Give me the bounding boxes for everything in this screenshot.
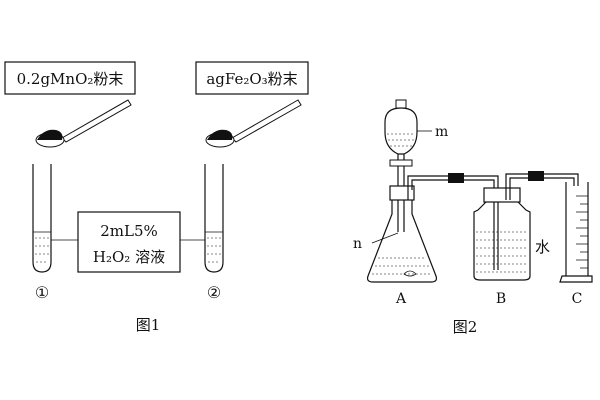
tube-label: n xyxy=(353,236,362,252)
graduated-cylinder-c xyxy=(559,182,593,283)
test-tube-left xyxy=(32,164,52,273)
conical-flask-a xyxy=(366,185,438,283)
figure-1: 0.2gMnO₂粉末 agFe₂O₃粉末 xyxy=(4,61,309,334)
flask-label-a: A xyxy=(395,291,407,307)
rubber-connector-2 xyxy=(528,171,544,181)
separatory-funnel-icon xyxy=(384,99,418,232)
reagent-right-label: agFe₂O₃粉末 xyxy=(206,70,297,88)
solution-line-1: 2mL5% xyxy=(100,222,158,240)
delivery-tube-ab-inner xyxy=(411,179,495,240)
rubber-connector-1 xyxy=(448,173,464,183)
figure-2: m n 水 xyxy=(353,99,593,336)
water-label: 水 xyxy=(535,238,550,256)
delivery-tube-ab xyxy=(407,175,499,240)
spatula-left-icon xyxy=(35,99,132,148)
gas-bottle-b xyxy=(473,187,531,281)
figure-2-caption: 图2 xyxy=(453,318,478,336)
solution-box xyxy=(77,211,181,273)
figure-1-caption: 图1 xyxy=(136,316,161,334)
tube-right-number: ② xyxy=(207,283,221,302)
tube-left-number: ① xyxy=(35,283,49,302)
cylinder-label-c: C xyxy=(572,291,583,307)
solution-line-2: H₂O₂ 溶液 xyxy=(93,248,165,266)
reagent-left-box xyxy=(4,61,136,95)
funnel-label: m xyxy=(435,124,448,140)
reagent-right-box xyxy=(195,61,309,95)
spatula-right-icon xyxy=(205,99,302,148)
reagent-left-label: 0.2gMnO₂粉末 xyxy=(17,70,124,88)
bottle-label-b: B xyxy=(496,291,506,307)
test-tube-right xyxy=(204,164,224,273)
tube-leader-line xyxy=(371,232,399,244)
